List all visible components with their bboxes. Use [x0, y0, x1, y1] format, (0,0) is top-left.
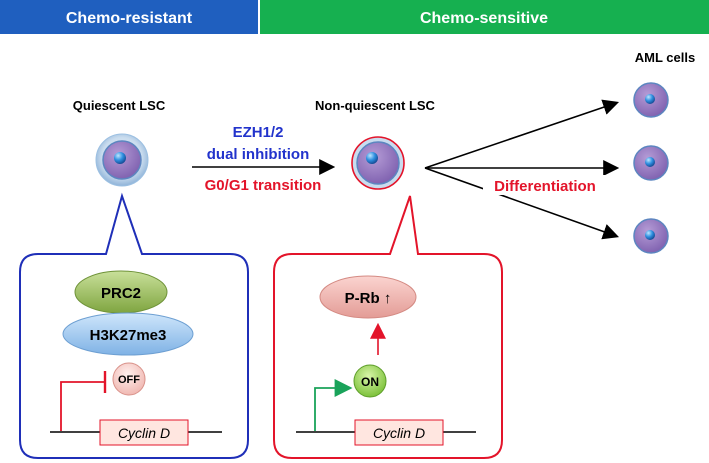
- off-state-label: OFF: [118, 374, 140, 386]
- on-state-label: ON: [361, 375, 379, 389]
- chemo-sensitive-label: Chemo-sensitive: [420, 10, 548, 27]
- chemo-resistant-label: Chemo-resistant: [66, 10, 193, 27]
- p-rb-label: P-Rb ↑: [345, 290, 392, 307]
- aml-cell-middle: [633, 145, 669, 181]
- left-cyclin-d-label: Cyclin D: [118, 425, 170, 441]
- arrow-to-aml-bottom: [424, 167, 620, 240]
- quiescent-lsc-label: Quiescent LSC: [73, 98, 166, 113]
- differentiation-label-bg: [483, 175, 607, 195]
- aml-cells-label: AML cells: [635, 50, 695, 65]
- arrow-to-aml-top: [424, 99, 620, 169]
- aml-cell-top: [633, 82, 669, 118]
- h3k27me3-label: H3K27me3: [90, 327, 167, 344]
- quiescent-lsc-cell: [95, 133, 149, 187]
- on-state-circle: [353, 364, 387, 398]
- right-cyclin-d-label: Cyclin D: [373, 425, 425, 441]
- differentiation-label: Differentiation: [494, 178, 596, 195]
- non-quiescent-lsc-label: Non-quiescent LSC: [315, 98, 436, 113]
- non-quiescent-lsc-cell: [351, 136, 405, 190]
- promoter-arrow: [314, 379, 353, 431]
- chemo-sensitive-banner: [260, 0, 709, 34]
- right-cyclin-d-box: [354, 419, 444, 446]
- repression-symbol: [60, 381, 104, 431]
- chemo-resistant-banner: [0, 0, 258, 34]
- off-state-circle: [112, 362, 146, 396]
- prc2-label: PRC2: [101, 285, 141, 302]
- p-rb-ellipse: [319, 275, 417, 319]
- transition-line-1: EZH1/2: [233, 124, 284, 141]
- right-callout-box: [273, 195, 503, 459]
- transition-line-2: dual inhibition: [207, 146, 309, 163]
- left-cyclin-d-box: [99, 419, 189, 446]
- transition-line-3: G0/G1 transition: [205, 177, 322, 194]
- h3k27me3-ellipse: [62, 312, 194, 356]
- aml-cell-bottom: [633, 218, 669, 254]
